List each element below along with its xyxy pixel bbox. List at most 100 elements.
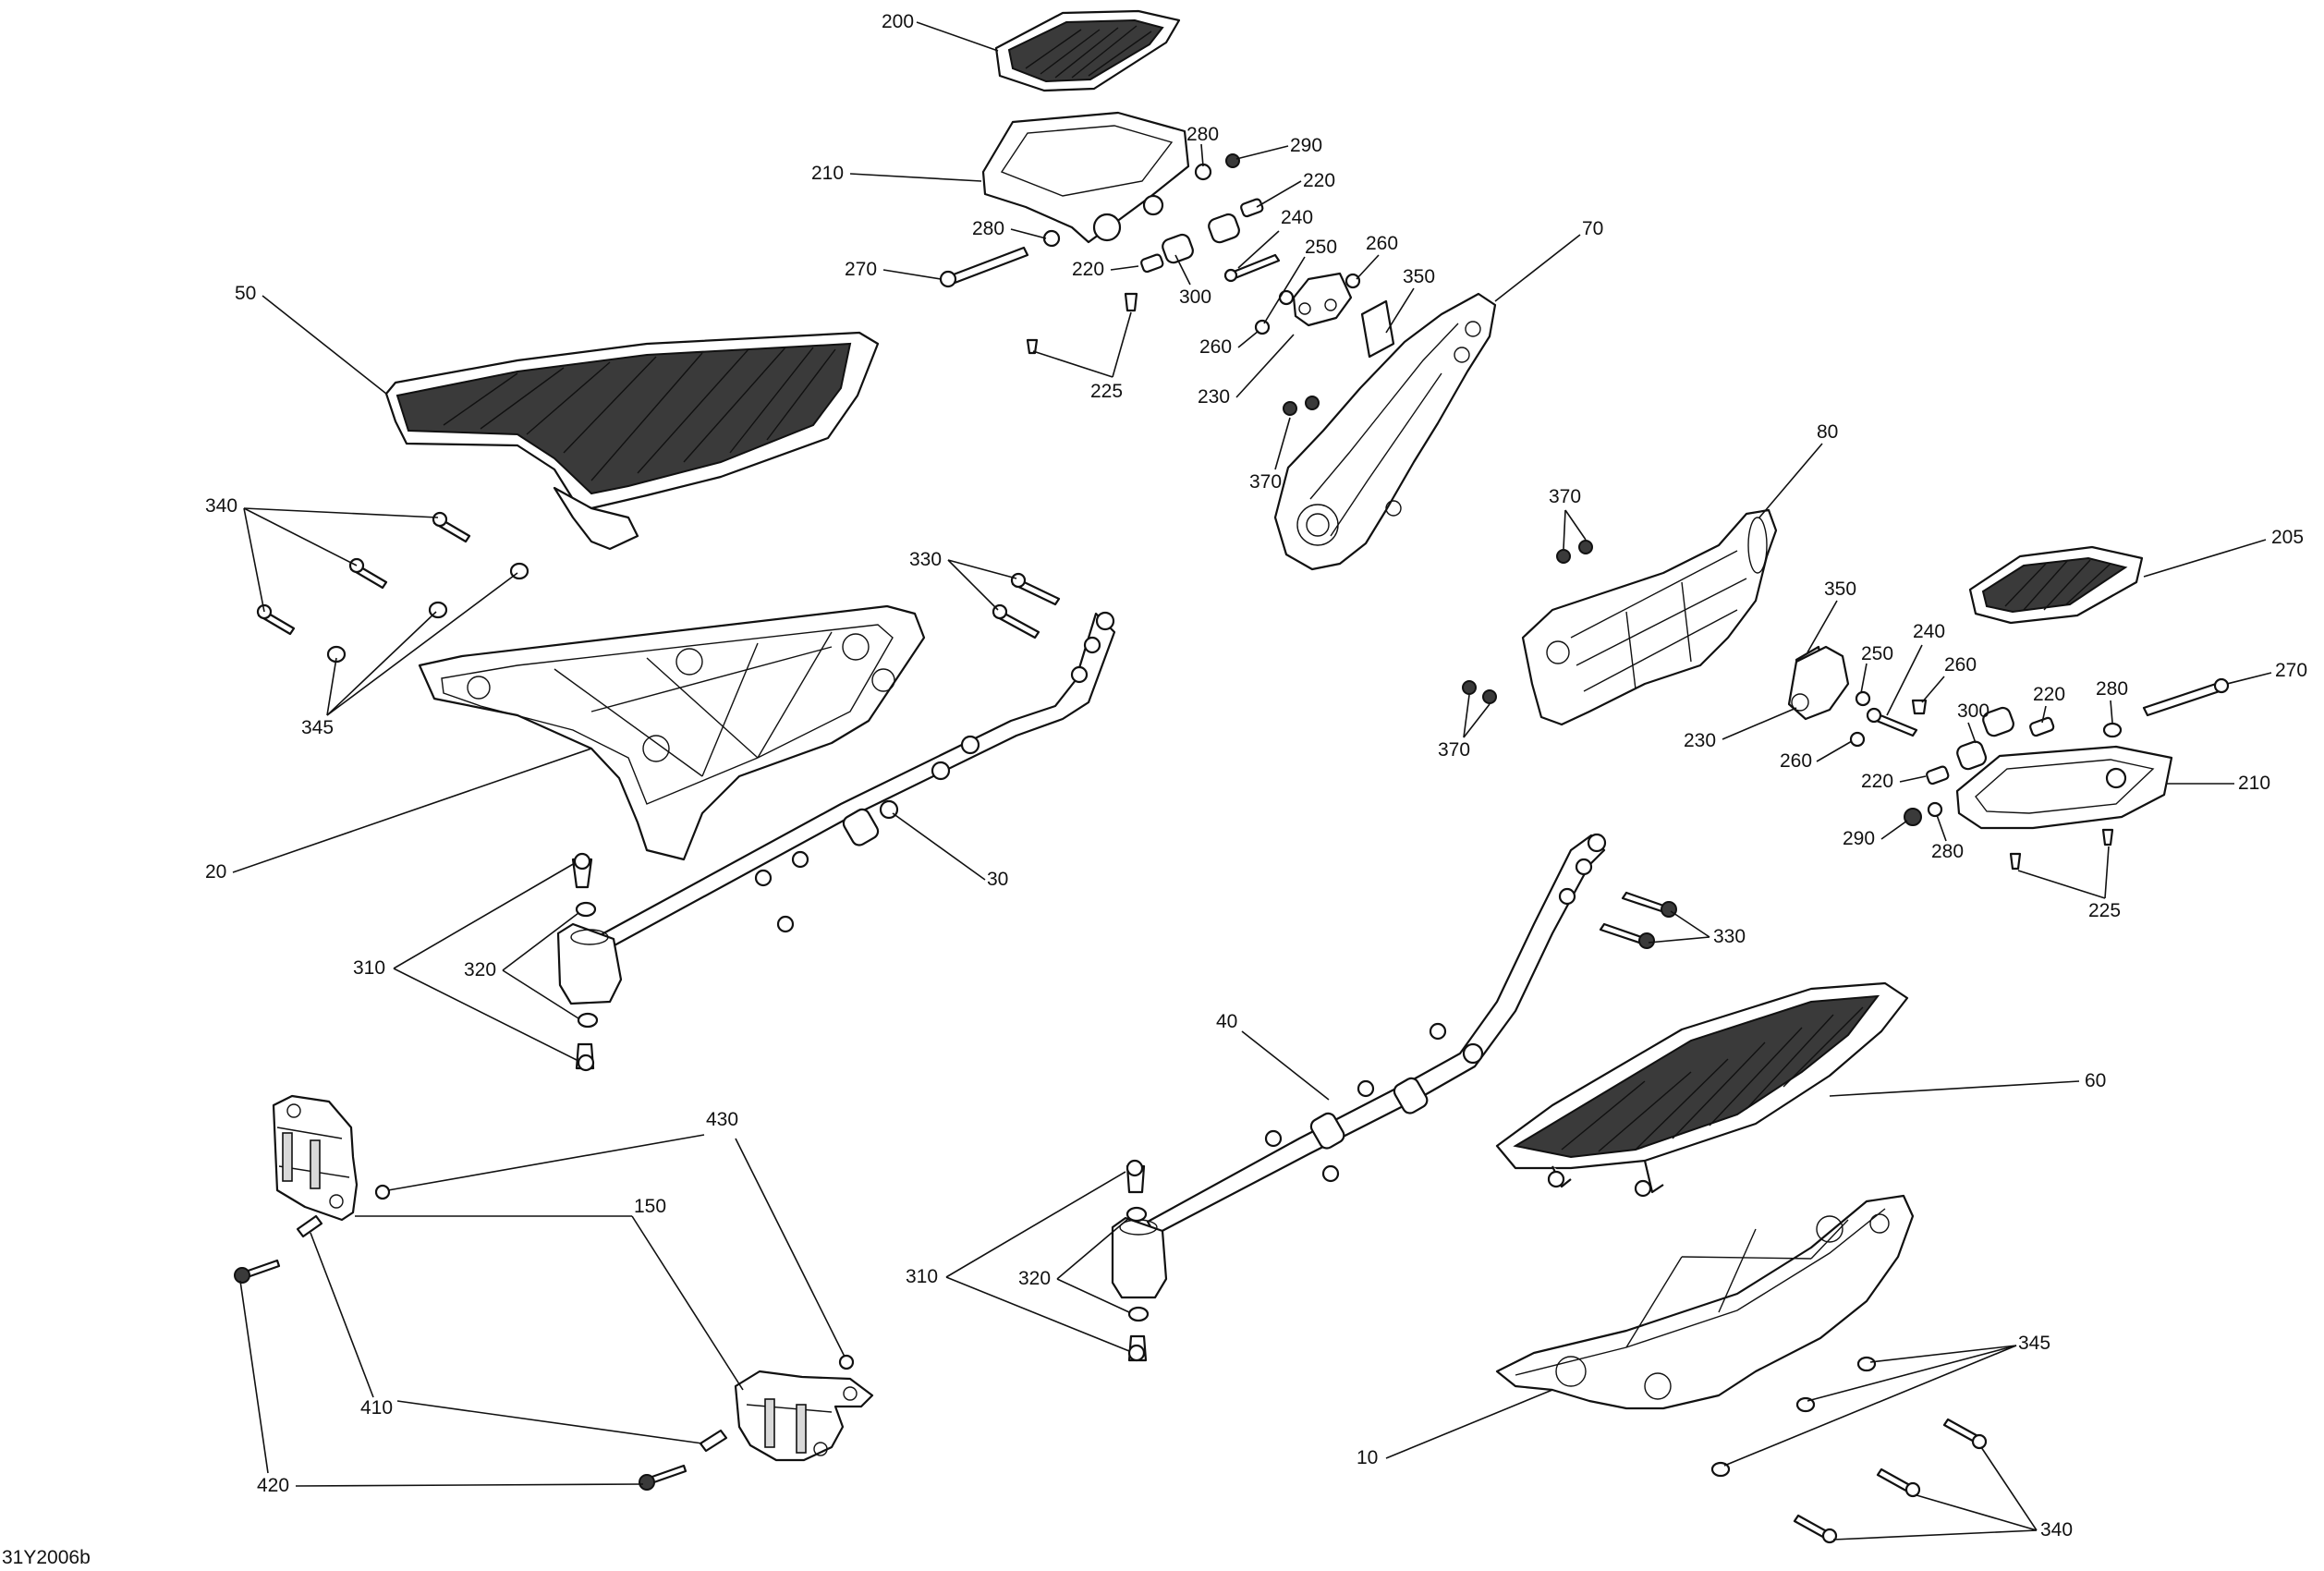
svg-text:310: 310 — [906, 1266, 938, 1287]
part-80-bracket-right — [1521, 508, 1778, 726]
callout-340-right: 340 — [1832, 1446, 2073, 1541]
callout-240-upper: 240 — [1237, 207, 1313, 269]
svg-text:225: 225 — [2088, 900, 2121, 921]
callout-225-right: 225 — [2017, 846, 2121, 921]
svg-text:260: 260 — [1944, 654, 1977, 676]
callout-20: 20 — [205, 748, 592, 883]
callout-310-left: 310 — [353, 862, 579, 1062]
svg-text:320: 320 — [1018, 1268, 1051, 1289]
svg-text:345: 345 — [301, 717, 334, 738]
figure-code: 31Y2006b — [2, 1547, 91, 1568]
svg-text:320: 320 — [464, 959, 496, 980]
part-70-bracket-left — [1273, 292, 1497, 571]
part-205-footrest-pad — [1968, 545, 2144, 625]
svg-text:410: 410 — [360, 1397, 393, 1419]
svg-text:370: 370 — [1438, 739, 1470, 761]
svg-text:230: 230 — [1198, 386, 1230, 408]
hardware-370-right — [1462, 540, 1593, 704]
callout-205: 205 — [2143, 527, 2304, 578]
hardware-upper-cluster — [939, 153, 1395, 416]
svg-text:340: 340 — [205, 495, 237, 517]
svg-text:70: 70 — [1582, 218, 1603, 239]
callout-410: 410 — [310, 1232, 703, 1444]
svg-text:225: 225 — [1090, 381, 1123, 402]
svg-text:270: 270 — [845, 259, 877, 280]
svg-text:60: 60 — [2085, 1070, 2106, 1091]
hardware-410-420-430 — [234, 1184, 855, 1491]
svg-text:220: 220 — [1072, 259, 1104, 280]
svg-text:370: 370 — [1249, 471, 1282, 493]
callout-290-upper: 290 — [1235, 135, 1322, 160]
callout-300-upper: 300 — [1174, 254, 1211, 308]
callout-420: 420 — [239, 1280, 644, 1496]
callout-210-upper: 210 — [811, 163, 982, 184]
svg-text:260: 260 — [1366, 233, 1398, 254]
callout-200: 200 — [882, 11, 999, 52]
callout-340-left: 340 — [205, 495, 439, 613]
svg-text:280: 280 — [1186, 124, 1219, 145]
svg-text:300: 300 — [1957, 700, 1989, 722]
callout-430: 430 — [387, 1109, 846, 1358]
callout-60: 60 — [1829, 1070, 2106, 1097]
svg-text:220: 220 — [1303, 170, 1335, 191]
part-40-support-tube — [1111, 833, 1607, 1299]
callout-320-left: 320 — [464, 912, 579, 1019]
svg-text:310: 310 — [353, 957, 385, 979]
svg-text:220: 220 — [2033, 684, 2065, 705]
callout-280-right-bottom: 280 — [1931, 814, 1964, 862]
svg-text:80: 80 — [1817, 421, 1838, 443]
callout-80: 80 — [1758, 421, 1838, 518]
svg-text:240: 240 — [1913, 621, 1945, 642]
part-10-footrest-base — [1495, 1194, 1915, 1410]
svg-text:220: 220 — [1861, 771, 1893, 792]
callout-345-right: 345 — [1723, 1333, 2050, 1467]
callout-225-upper: 225 — [1032, 311, 1132, 402]
svg-text:370: 370 — [1549, 486, 1581, 507]
svg-text:205: 205 — [2271, 527, 2304, 548]
callout-350-right: 350 — [1807, 578, 1856, 653]
callout-250-right: 250 — [1860, 643, 1893, 694]
svg-text:280: 280 — [1931, 841, 1964, 862]
svg-text:210: 210 — [2238, 773, 2270, 794]
hardware-right-cluster — [1787, 645, 2230, 826]
svg-text:340: 340 — [2040, 1519, 2073, 1541]
callout-345-left: 345 — [301, 572, 518, 738]
svg-text:280: 280 — [972, 218, 1004, 239]
part-210-footrest-frame-right — [1955, 745, 2173, 830]
svg-text:230: 230 — [1684, 730, 1716, 751]
hardware-310-320-right — [1125, 1159, 1150, 1362]
hardware-310-320-left — [571, 852, 599, 1072]
callout-220-upper-right: 220 — [1256, 170, 1335, 208]
callout-260-upper-left: 260 — [1199, 330, 1259, 358]
svg-text:290: 290 — [1843, 828, 1875, 849]
callout-270-right: 270 — [2226, 660, 2307, 685]
svg-text:350: 350 — [1403, 266, 1435, 287]
callout-260-right-bottom: 260 — [1780, 740, 1853, 772]
svg-text:20: 20 — [205, 861, 226, 883]
callout-70: 70 — [1494, 218, 1603, 302]
svg-text:40: 40 — [1216, 1011, 1237, 1032]
callout-370-upper: 370 — [1249, 417, 1291, 493]
callout-320-right: 320 — [1018, 1217, 1130, 1313]
callout-330-right: 330 — [1648, 910, 1746, 947]
hardware-345-340-right — [1710, 1356, 1988, 1544]
callout-10: 10 — [1357, 1389, 1553, 1468]
svg-text:30: 30 — [987, 869, 1008, 890]
callout-370-right-top: 370 — [1549, 486, 1587, 550]
svg-text:260: 260 — [1780, 750, 1812, 772]
svg-text:260: 260 — [1199, 336, 1232, 358]
callout-50: 50 — [235, 283, 387, 395]
part-150-bracket-lower — [734, 1370, 874, 1462]
callout-260-upper-right: 260 — [1356, 233, 1398, 280]
svg-text:300: 300 — [1179, 286, 1211, 308]
callout-280-upper-right: 280 — [1186, 124, 1219, 167]
svg-text:270: 270 — [2275, 660, 2307, 681]
svg-text:50: 50 — [235, 283, 256, 304]
callout-350-upper: 350 — [1385, 266, 1435, 334]
callout-150: 150 — [355, 1196, 744, 1391]
part-200-footrest-pad — [994, 9, 1181, 92]
callout-260-right-top: 260 — [1921, 654, 1977, 703]
callout-280-right-top: 280 — [2096, 678, 2128, 724]
callout-310-right: 310 — [906, 1171, 1130, 1352]
